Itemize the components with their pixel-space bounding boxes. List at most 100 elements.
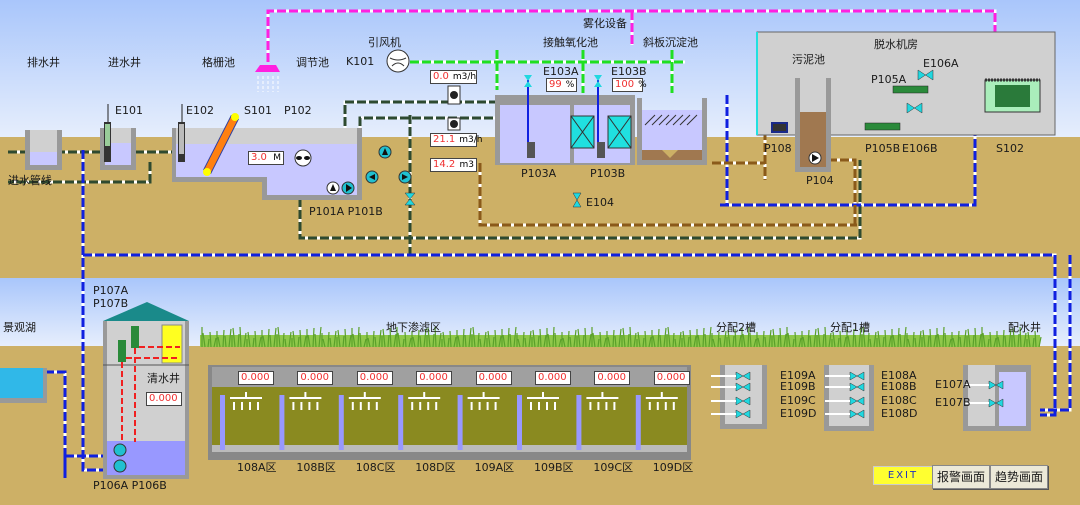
inlet-pipeline-label: 进水管线: [8, 174, 52, 187]
p106-label: P106A P106B: [93, 479, 167, 492]
contact-oxidation-tank: [495, 75, 635, 165]
e106a-label: E106A: [923, 57, 959, 70]
zone-label: 108C区: [355, 461, 396, 474]
level-gauge-e101: [104, 104, 111, 162]
pumps-p101[interactable]: [326, 181, 355, 195]
e103b-label: E103B: [611, 65, 647, 78]
air-pipe: [410, 50, 685, 93]
pump-p105b[interactable]: [864, 122, 901, 131]
valve-icon[interactable]: [735, 382, 751, 392]
zone-value: 0.000: [419, 372, 448, 383]
zone-label: 109D区: [652, 461, 694, 474]
valve-icon[interactable]: [849, 382, 865, 392]
valve-icon[interactable]: [735, 409, 751, 419]
valve-icon[interactable]: [988, 398, 1004, 408]
sprinkler-pipe: [467, 392, 500, 410]
p105a-label: P105A: [871, 73, 907, 86]
grass: [200, 326, 1042, 348]
level-value: 3.0: [251, 152, 267, 163]
mist-pipe: [266, 9, 997, 62]
level-unit: M: [273, 153, 281, 163]
e106b-label: E106B: [902, 142, 938, 155]
outflow-value: 21.1: [433, 134, 456, 145]
sprinkler-pipe: [289, 392, 322, 410]
regulating-tank-label: 调节池: [296, 56, 329, 69]
contact-oxidation-label: 接触氧化池: [543, 36, 598, 49]
sprinkler-pipe: [230, 392, 262, 410]
atomizer-label: 雾化设备: [583, 17, 627, 30]
pump-p104[interactable]: [808, 151, 822, 165]
p107b-label: P107B: [93, 297, 129, 310]
valve-icon[interactable]: [849, 371, 865, 381]
water-dist-well-label: 配水井: [1008, 321, 1041, 334]
sprinkler-pipe: [348, 392, 381, 410]
trend-screen-button[interactable]: 趋势画面: [990, 465, 1048, 489]
pump-p108[interactable]: [771, 122, 788, 133]
sludge-tank-label: 污泥池: [792, 53, 825, 66]
filter-press-s102: [984, 78, 1041, 113]
zone-value: 0.000: [656, 372, 686, 383]
p102-label: P102: [284, 104, 312, 117]
inflow-value: 0.0: [433, 71, 449, 82]
fan-label: 引风机: [368, 36, 401, 49]
zone-wall: [576, 395, 582, 450]
zone-label: 109A区: [474, 461, 515, 474]
zone-wall: [338, 395, 344, 450]
zone-readout: 0.000: [297, 371, 334, 385]
valve-label: E109C: [780, 394, 816, 407]
zone-readout: 0.000: [535, 371, 571, 385]
e103a-label: E103A: [543, 65, 579, 78]
level-gauge-e102: [178, 104, 185, 162]
distribution-tank-2: [720, 365, 767, 429]
valve-label: E108D: [881, 407, 918, 420]
p107a-label: P107A: [93, 284, 129, 297]
sprinkler-pipe: [586, 392, 619, 410]
alarm-screen-button[interactable]: 报警画面: [932, 465, 990, 489]
valve-icon[interactable]: [849, 396, 865, 406]
e103b-unit: %: [638, 80, 647, 90]
zone-value: 0.000: [597, 372, 627, 383]
valve-icon[interactable]: [849, 409, 865, 419]
zone-value: 0.000: [478, 372, 508, 383]
valve-e106a-icon[interactable]: [917, 69, 934, 81]
zone-readout: 0.000: [475, 371, 512, 385]
p104-label: P104: [806, 174, 834, 187]
e101-label: E101: [115, 104, 143, 117]
p103b-label: P103B: [590, 167, 626, 180]
dist-tank-2-label: 分配2槽: [716, 321, 756, 334]
zone-label: 108B区: [296, 461, 336, 474]
p103a-label: P103A: [521, 167, 557, 180]
zone-readout: 0.000: [238, 371, 274, 385]
landscape-lake: [0, 368, 47, 403]
landscape-lake-label: 景观湖: [3, 321, 36, 334]
p105b-label: P105B: [865, 142, 901, 155]
valve-e104-icon[interactable]: [572, 192, 582, 208]
pumps[interactable]: [365, 145, 412, 184]
p108-label: P108: [764, 142, 792, 155]
zone-readout: 0.000: [416, 371, 453, 385]
pump-p105a[interactable]: [892, 85, 929, 94]
fan-k101-icon[interactable]: [386, 49, 410, 73]
valve-icon[interactable]: [404, 192, 416, 206]
volume-value: 14.2: [433, 159, 456, 170]
zone-readout: 0.000: [653, 371, 690, 385]
zone-wall: [635, 395, 641, 450]
flow-meter: [447, 85, 461, 131]
valve-icon[interactable]: [988, 380, 1004, 390]
valve-label: E108B: [881, 380, 917, 393]
screen-s101: [202, 113, 240, 176]
valve-icon[interactable]: [735, 396, 751, 406]
pipes: [8, 9, 1072, 478]
inclined-settler: [637, 98, 707, 165]
exit-button[interactable]: EXIT: [873, 466, 933, 485]
valve-e106b-icon[interactable]: [906, 102, 923, 114]
mixer-icon: [294, 149, 312, 167]
sprinkler-icon: [255, 65, 280, 92]
valve-icon[interactable]: [735, 371, 751, 381]
e103a-readout: 99%: [546, 78, 577, 92]
zone-value: 0.000: [538, 372, 567, 383]
clear-well-value: 0.000: [149, 393, 178, 404]
s102-label: S102: [996, 142, 1024, 155]
